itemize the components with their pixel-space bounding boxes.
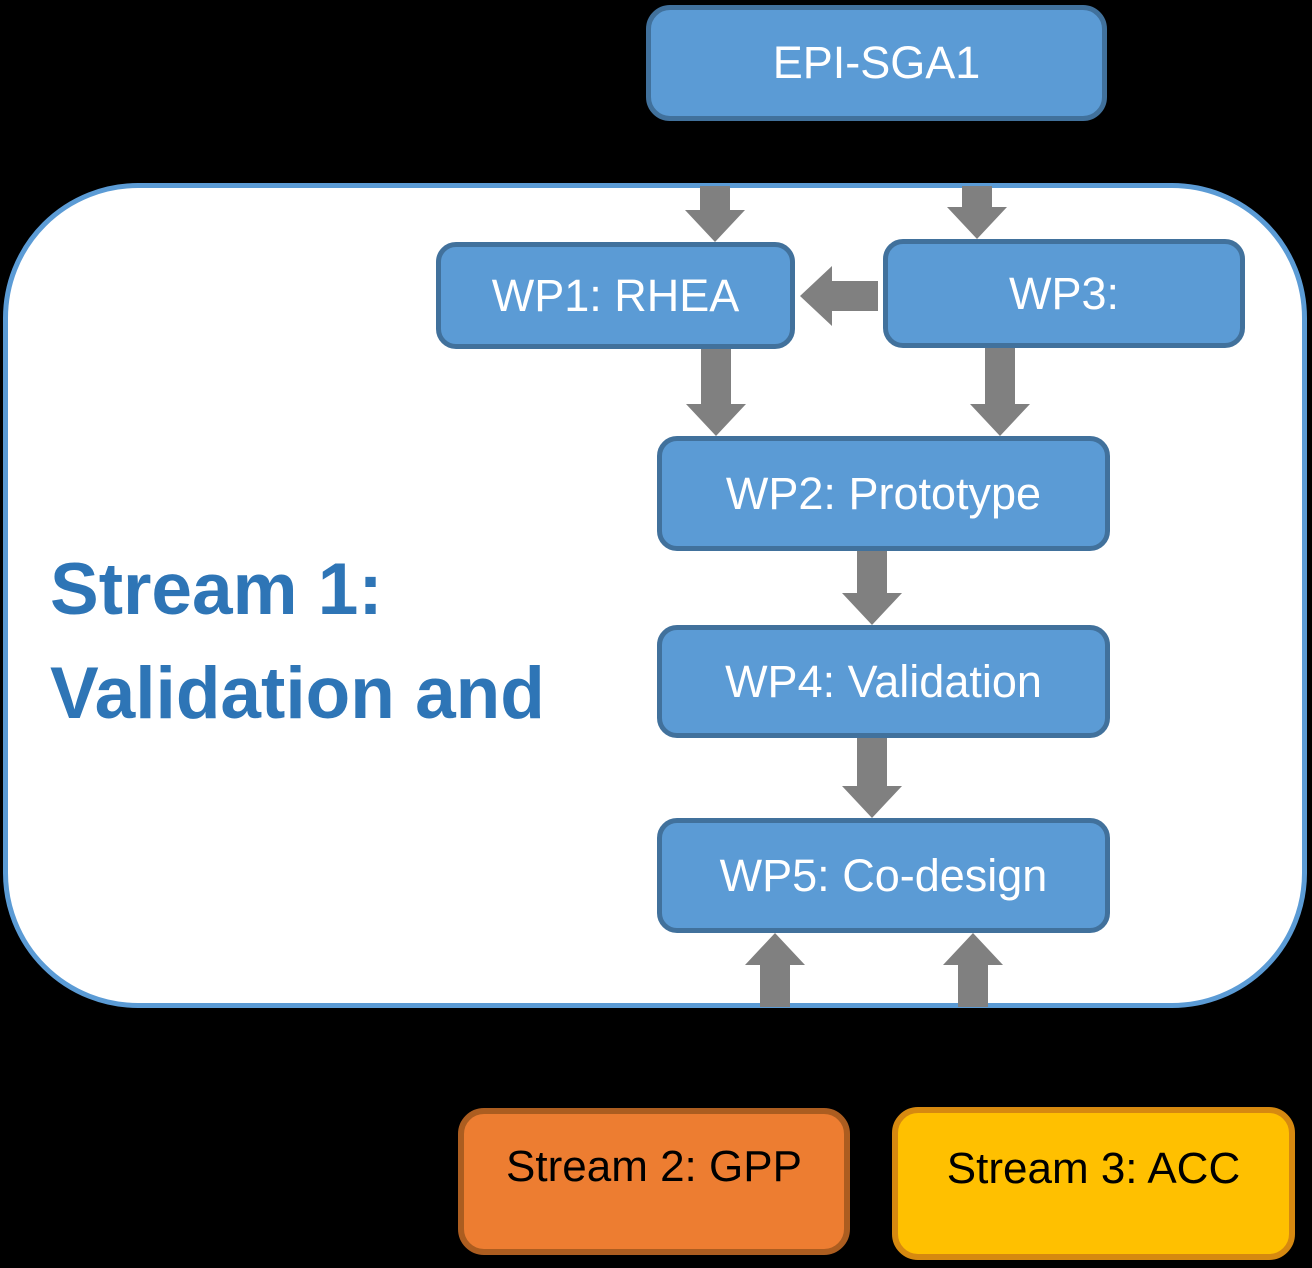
node-stream2-gpp: Stream 2: GPP: [458, 1108, 850, 1255]
node-wp5: WP5: Co-design: [657, 818, 1110, 933]
node-wp3-label: WP3:: [1008, 267, 1120, 319]
node-wp4-label: WP4: Validation: [725, 655, 1042, 707]
node-wp2-label: WP2: Prototype: [725, 467, 1042, 519]
node-wp5-label: WP5: Co-design: [719, 849, 1048, 901]
node-wp4: WP4: Validation: [657, 625, 1110, 738]
node-wp1-label: WP1: RHEA: [491, 269, 740, 321]
node-wp1: WP1: RHEA: [436, 242, 795, 349]
stream1-title-line2: Validation and: [50, 652, 545, 734]
node-epi-sga1-label: EPI-SGA1: [772, 37, 981, 88]
node-stream3-acc: Stream 3: ACC: [892, 1107, 1295, 1260]
node-epi-sga1: EPI-SGA1: [646, 5, 1107, 121]
node-wp2: WP2: Prototype: [657, 436, 1110, 551]
stream1-title-line1: Stream 1:: [50, 549, 383, 630]
node-stream3-label: Stream 3: ACC: [946, 1143, 1241, 1193]
stream1-title: Stream 1: Validation and: [50, 538, 650, 745]
node-stream2-label: Stream 2: GPP: [506, 1141, 802, 1191]
node-wp3: WP3:: [883, 239, 1245, 348]
